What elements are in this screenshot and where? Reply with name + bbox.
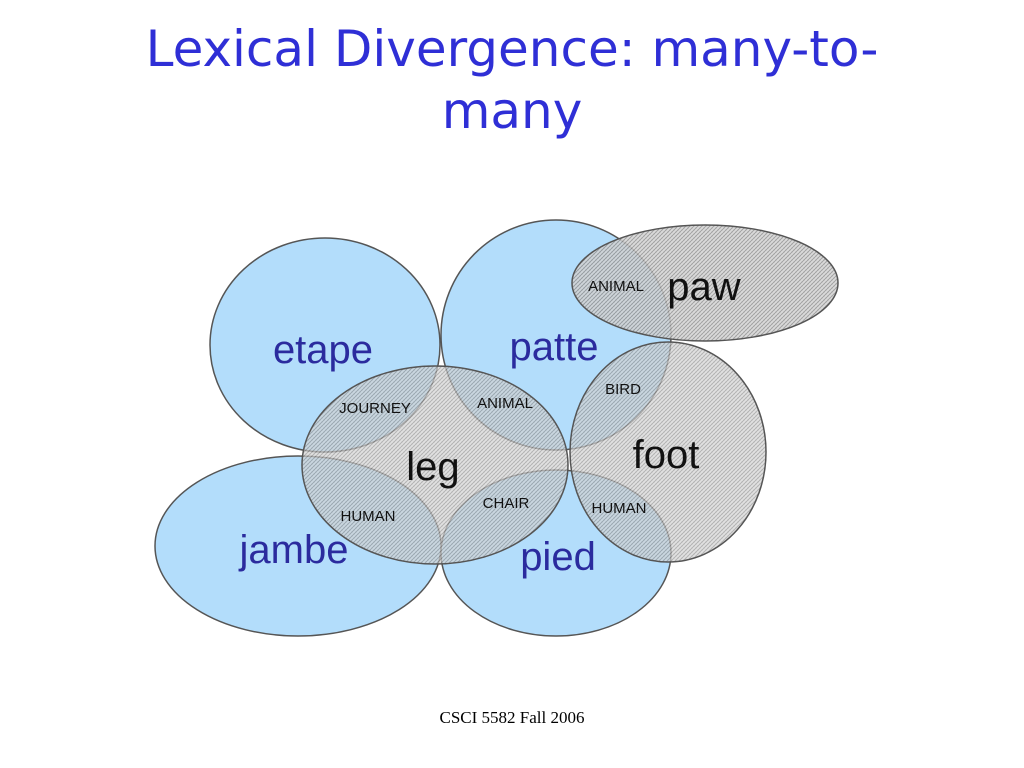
slide-title: Lexical Divergence: many-to- many — [0, 18, 1024, 142]
word-paw: paw — [667, 265, 740, 309]
sense-bird: BIRD — [605, 381, 641, 398]
word-patte: patte — [510, 325, 599, 369]
word-leg: leg — [406, 445, 459, 489]
sense-animal-paw: ANIMAL — [588, 278, 644, 295]
sense-human-leg: HUMAN — [341, 508, 396, 525]
sense-human-foot: HUMAN — [592, 500, 647, 517]
word-jambe: jambe — [239, 528, 349, 572]
title-line-1: Lexical Divergence: many-to- — [145, 20, 879, 78]
paw-set — [571, 224, 839, 342]
sense-chair: CHAIR — [483, 495, 530, 512]
title-line-2: many — [441, 82, 583, 140]
sense-animal-leg: ANIMAL — [477, 395, 533, 412]
leg-set — [301, 365, 569, 565]
word-foot: foot — [633, 433, 700, 477]
sense-journey: JOURNEY — [339, 400, 411, 417]
foot-set — [569, 341, 767, 563]
word-etape: etape — [273, 328, 373, 372]
word-pied: pied — [520, 535, 596, 579]
slide-footer: CSCI 5582 Fall 2006 — [439, 708, 585, 727]
